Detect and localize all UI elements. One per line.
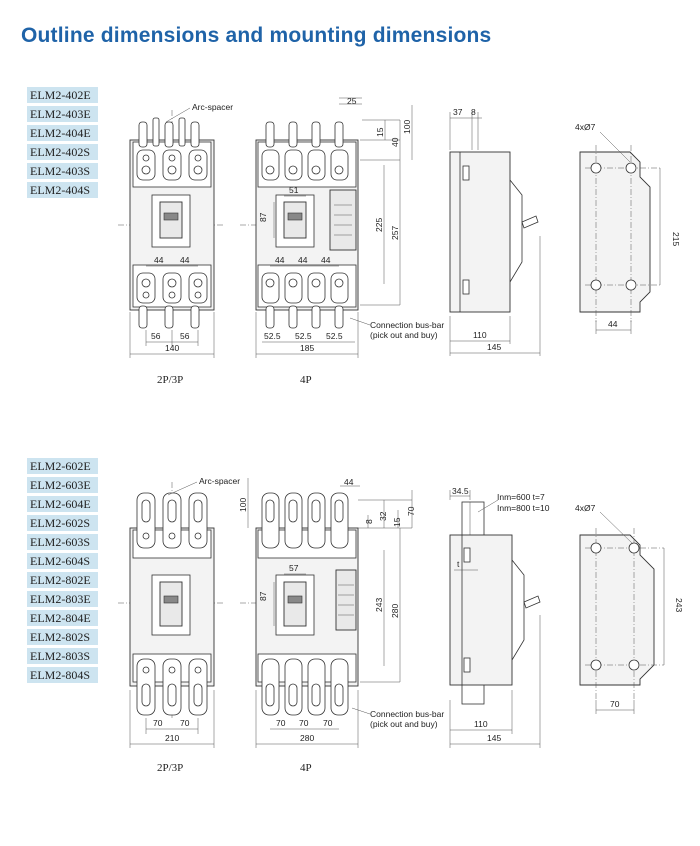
dim-label: 110 <box>474 719 488 729</box>
dim-label: 34.5 <box>452 486 469 496</box>
dim-label: 8 <box>364 519 374 524</box>
dim-label: 52.5 <box>264 331 281 341</box>
connection-label: Connection bus-bar <box>370 320 444 330</box>
model-tag: ELM2-604S <box>27 553 98 569</box>
arc-spacer-label: Arc-spacer <box>192 102 233 112</box>
dim-label: 44 <box>154 255 164 265</box>
model-tag: ELM2-604E <box>27 496 98 512</box>
top-mounting-view: 4xØ7 215 44 <box>575 122 681 334</box>
dim-label: 56 <box>180 331 190 341</box>
model-tag: ELM2-402S <box>27 144 98 160</box>
model-tag: ELM2-403E <box>27 106 98 122</box>
dim-label: 70 <box>323 718 333 728</box>
dim-label: 225 <box>374 218 384 232</box>
model-tag: ELM2-602S <box>27 515 98 531</box>
model-list-top: ELM2-402E ELM2-403E ELM2-404E ELM2-402S … <box>27 87 98 201</box>
dim-label: 70 <box>610 699 620 709</box>
dim-label: 40 <box>390 137 400 147</box>
dim-label: 145 <box>487 733 501 743</box>
bottom-side-view: 34.5 Inm=600 t=7 Inm=800 t=10 t 110 145 <box>449 486 550 748</box>
dim-label: 44 <box>180 255 190 265</box>
dim-label: 243 <box>374 598 384 612</box>
model-tag: ELM2-404E <box>27 125 98 141</box>
dim-label: 215 <box>671 232 681 246</box>
dim-label: 257 <box>390 226 400 240</box>
bottom-mounting-view: 4xØ7 243 70 <box>575 503 684 714</box>
dim-label: 70 <box>153 718 163 728</box>
bottom-front-view-3p: Arc-spacer 70 70 210 2P/3P <box>118 476 240 774</box>
model-tag: ELM2-802E <box>27 572 98 588</box>
caption-3p: 2P/3P <box>157 762 183 774</box>
hole-label: 4xØ7 <box>575 503 596 513</box>
model-tag: ELM2-802S <box>27 629 98 645</box>
connection-label: (pick out and buy) <box>370 719 438 729</box>
dim-label: 70 <box>406 506 416 516</box>
model-tag: ELM2-402E <box>27 87 98 103</box>
top-front-view-4p: 51 87 44 44 44 25 15 40 <box>240 96 444 386</box>
connection-label: (pick out and buy) <box>370 330 438 340</box>
dim-label: 57 <box>289 563 299 573</box>
dim-label: 100 <box>402 120 412 134</box>
dim-label: 32 <box>378 511 388 521</box>
dim-label: 140 <box>165 343 179 353</box>
dim-label: 52.5 <box>326 331 343 341</box>
dim-label: 185 <box>300 343 314 353</box>
dim-label: 100 <box>238 498 248 512</box>
caption-4p: 4P <box>300 762 312 774</box>
dim-label: 37 <box>453 107 463 117</box>
dim-label: 56 <box>151 331 161 341</box>
dim-label: 87 <box>258 591 268 601</box>
dim-label: 243 <box>674 598 684 612</box>
dim-label: 44 <box>275 255 285 265</box>
dim-label: 87 <box>258 212 268 222</box>
model-tag: ELM2-603E <box>27 477 98 493</box>
bottom-front-view-4p: 57 87 100 44 8 32 15 70 243 <box>238 477 444 774</box>
dim-label: 25 <box>347 96 357 106</box>
model-tag: ELM2-803E <box>27 591 98 607</box>
dim-label: 145 <box>487 342 501 352</box>
dim-label: 110 <box>473 330 487 340</box>
t-label: t <box>457 559 460 569</box>
dim-label: 70 <box>180 718 190 728</box>
dim-label: 44 <box>298 255 308 265</box>
dim-label: 210 <box>165 733 179 743</box>
dim-label: 44 <box>344 477 354 487</box>
dim-label: 52.5 <box>295 331 312 341</box>
model-list-bottom: ELM2-602E ELM2-603E ELM2-604E ELM2-602S … <box>27 458 98 686</box>
model-tag: ELM2-804S <box>27 667 98 683</box>
arc-spacer-label: Arc-spacer <box>199 476 240 486</box>
dim-label: 44 <box>608 319 618 329</box>
top-front-view-3p: Arc-spacer 44 44 56 56 140 2P/3P <box>118 102 233 386</box>
model-tag: ELM2-803S <box>27 648 98 664</box>
dim-label: 15 <box>375 127 385 137</box>
dim-label: 280 <box>300 733 314 743</box>
dim-label: 70 <box>276 718 286 728</box>
hole-label: 4xØ7 <box>575 122 596 132</box>
dim-label: 15 <box>392 517 402 527</box>
model-tag: ELM2-603S <box>27 534 98 550</box>
model-tag: ELM2-602E <box>27 458 98 474</box>
model-tag: ELM2-404S <box>27 182 98 198</box>
model-tag: ELM2-403S <box>27 163 98 179</box>
model-tag: ELM2-804E <box>27 610 98 626</box>
dim-label: 51 <box>289 185 299 195</box>
connection-label: Connection bus-bar <box>370 709 444 719</box>
top-side-view: 37 8 110 145 <box>449 107 541 356</box>
dim-label: 70 <box>299 718 309 728</box>
inm-label: Inm=800 t=10 <box>497 503 550 513</box>
dim-label: 8 <box>471 107 476 117</box>
inm-label: Inm=600 t=7 <box>497 492 545 502</box>
caption-4p: 4P <box>300 374 312 386</box>
dim-label: 44 <box>321 255 331 265</box>
dim-label: 280 <box>390 604 400 618</box>
page-title: Outline dimensions and mounting dimensio… <box>21 24 492 47</box>
caption-3p: 2P/3P <box>157 374 183 386</box>
